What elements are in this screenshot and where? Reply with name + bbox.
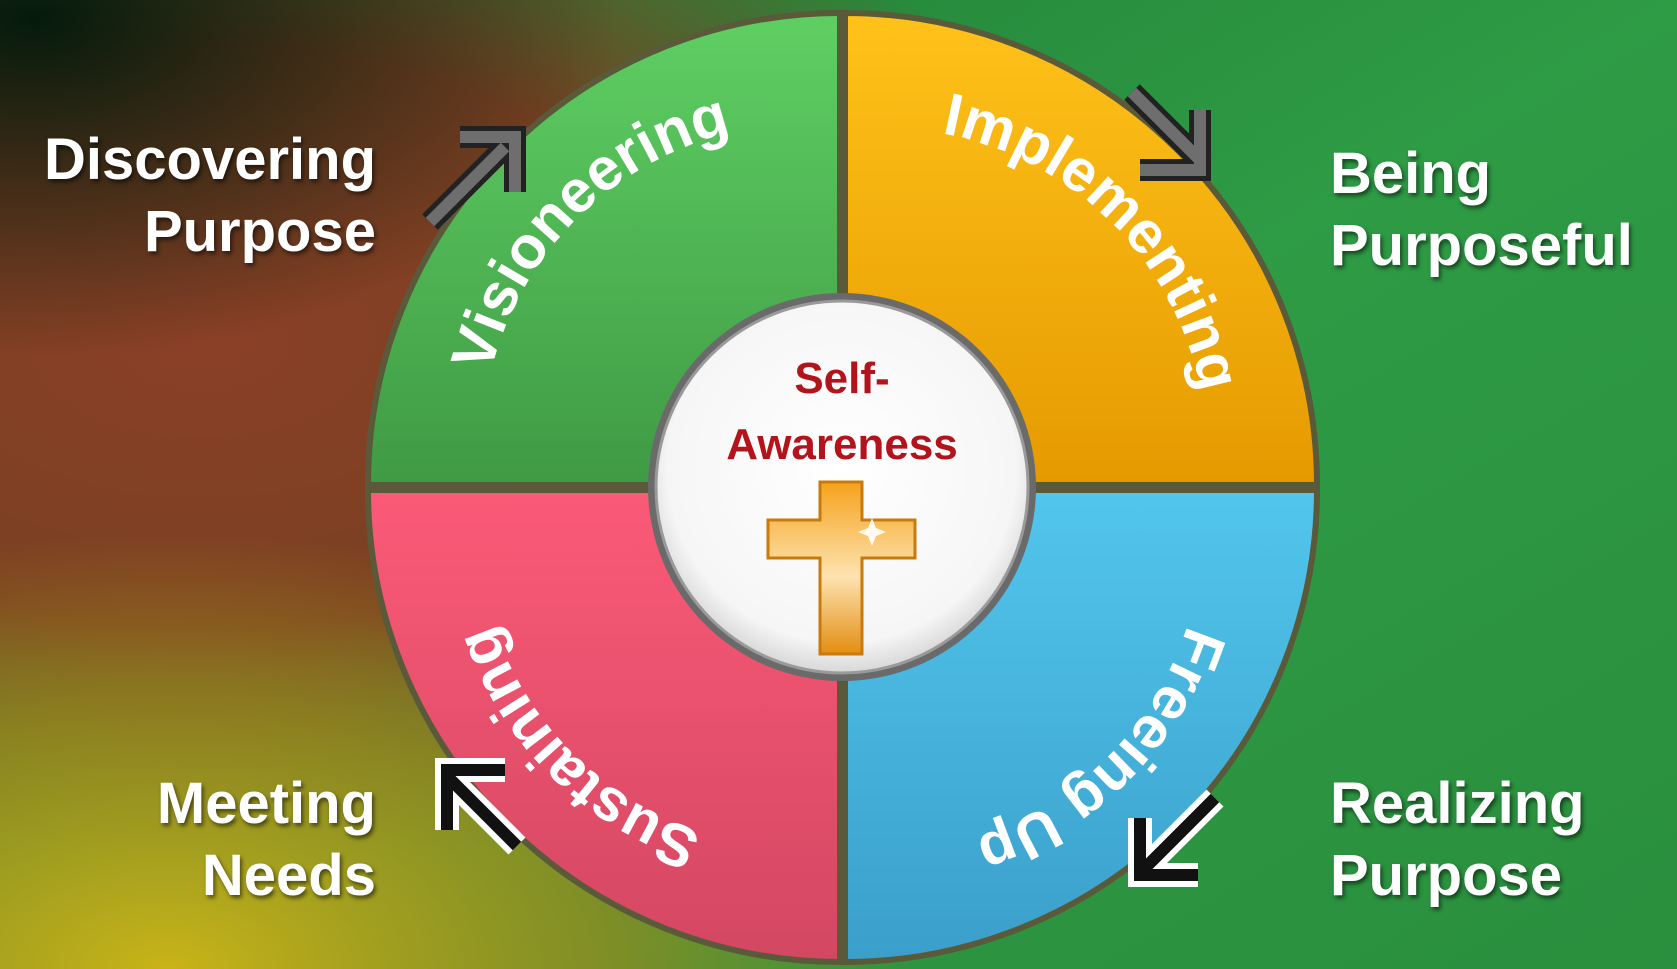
cross-icon: [766, 480, 917, 656]
label-line: Purposeful: [1330, 213, 1633, 278]
arrow-down-right-icon: [1124, 84, 1211, 181]
label-line: Needs: [201, 843, 376, 908]
arrow-up-right-icon: [422, 126, 526, 230]
label-line: Discovering: [44, 127, 376, 192]
label-line: Purpose: [143, 199, 376, 264]
arrow-down-left-icon: [1128, 789, 1224, 887]
arrow-up-left-icon: [435, 758, 526, 855]
label-discovering-purpose: Discovering Purpose: [0, 124, 376, 268]
label-line: Realizing: [1330, 771, 1585, 836]
center-label-line1: Self-: [794, 354, 889, 403]
label-being-purposeful: Being Purposeful: [1330, 138, 1670, 282]
label-realizing-purpose: Realizing Purpose: [1330, 768, 1670, 912]
label-line: Being: [1330, 141, 1492, 206]
label-line: Purpose: [1330, 843, 1563, 908]
center-label-line2: Awareness: [726, 420, 958, 469]
label-line: Meeting: [156, 771, 376, 836]
label-meeting-needs: Meeting Needs: [0, 768, 376, 912]
